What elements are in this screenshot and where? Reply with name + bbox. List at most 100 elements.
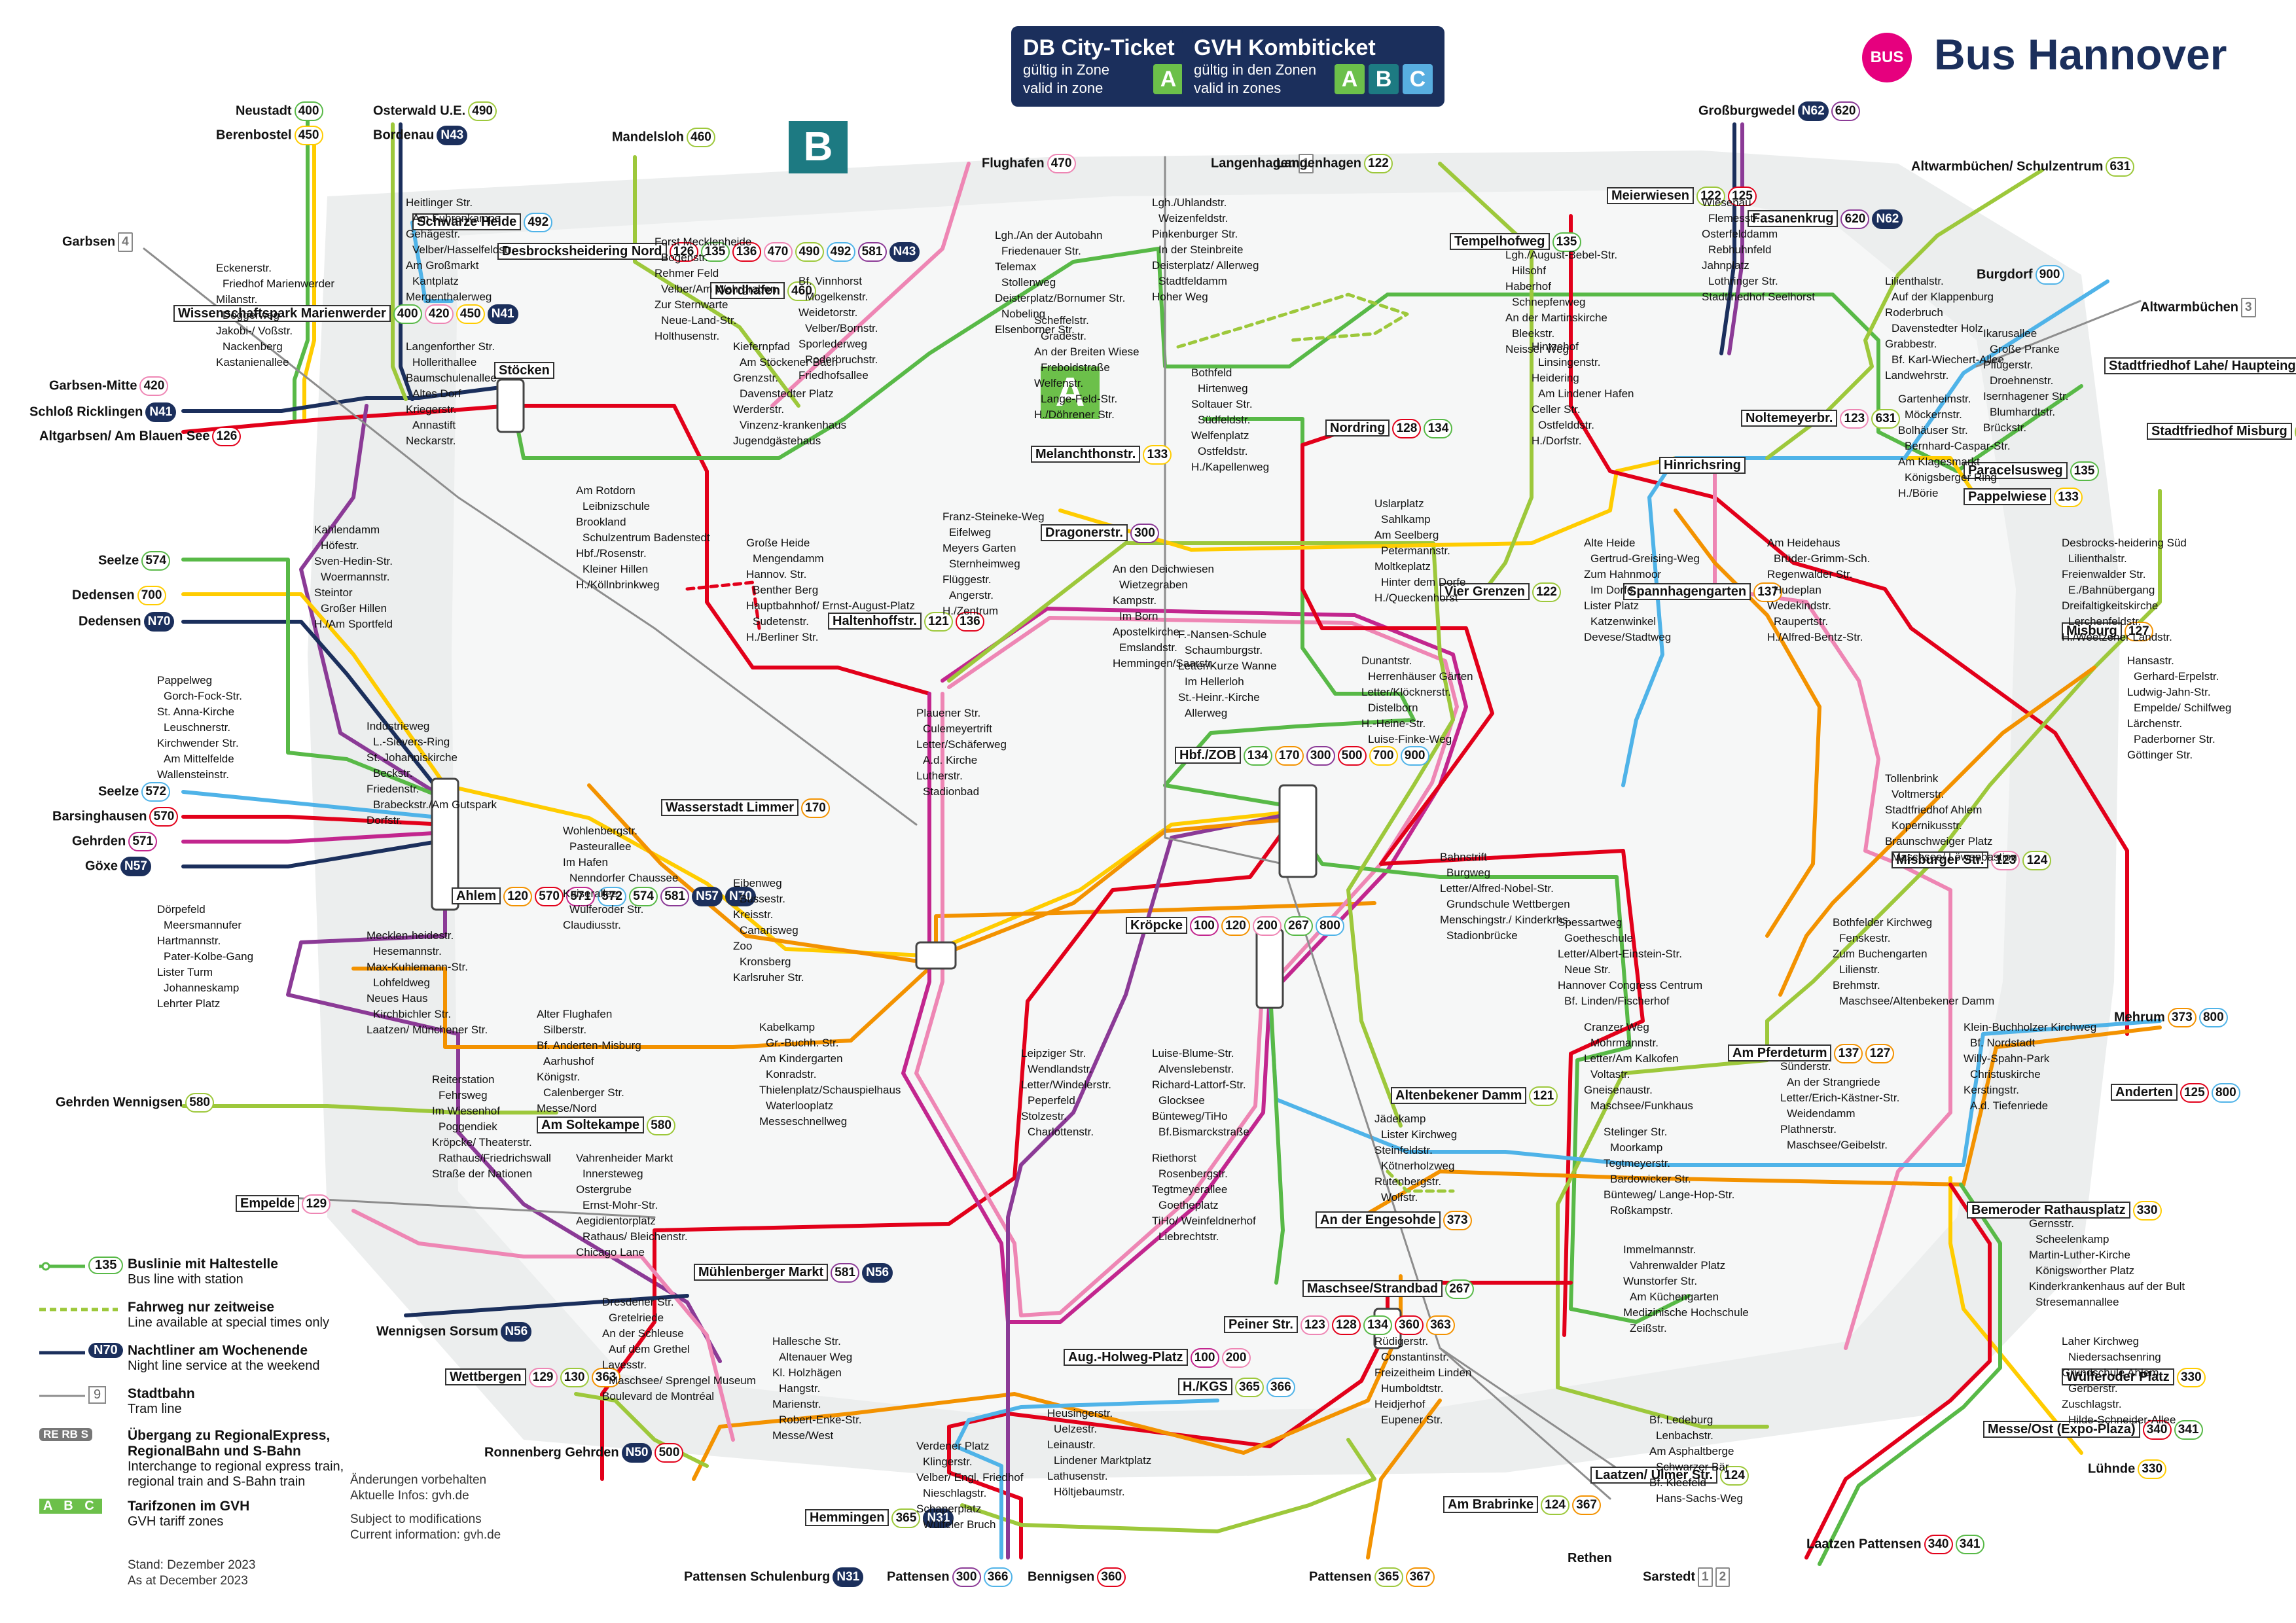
line-800 bbox=[1268, 993, 2162, 1167]
stop-label: Gr.-Buchh. Str. bbox=[766, 1037, 839, 1049]
stop-label: Linsingenstr. bbox=[1538, 356, 1601, 368]
stop-label: Nieschlagstr. bbox=[923, 1487, 987, 1499]
stop-label: Brückstr. bbox=[1983, 421, 2027, 434]
stop-label: Marienstr. bbox=[772, 1398, 821, 1410]
stop-label: Elsenborner Str. bbox=[995, 323, 1075, 336]
endpoint-name: Großburgwedel bbox=[1698, 103, 1795, 118]
line-badge-330: 330 bbox=[2138, 1459, 2167, 1479]
stop-label: Ostergrube bbox=[576, 1183, 632, 1196]
stop-label: Lister Platz bbox=[1584, 599, 1640, 612]
stop-label: Südfeldstr. bbox=[1198, 414, 1251, 426]
line-badge-n57: N57 bbox=[120, 857, 151, 876]
line-badge-124: 124 bbox=[1720, 1466, 1749, 1486]
stop-label: Wietzegraben bbox=[1119, 579, 1188, 591]
line-badge-128: 128 bbox=[1392, 419, 1422, 438]
hub-name: Spannhagengarten bbox=[1623, 583, 1751, 601]
stop-label: Kleiner Hillen bbox=[583, 563, 649, 575]
stop-label: Medizinische Hochschule bbox=[1623, 1306, 1749, 1319]
stop-label: Mecklen-heidestr. bbox=[367, 929, 454, 942]
stop-label: Benther Berg bbox=[753, 584, 819, 596]
line-badge-170: 170 bbox=[1274, 746, 1304, 766]
stop-label: Im Born bbox=[1119, 610, 1158, 622]
stop-label: Robert-Enke-Str. bbox=[779, 1414, 862, 1426]
stop-label: H./Berliner Str. bbox=[746, 631, 819, 643]
stop-label: A.d. Kirche bbox=[923, 754, 978, 766]
stop-label: Pflügerstr. bbox=[1983, 359, 2034, 371]
legend-title: Fahrweg nur zeitweise bbox=[128, 1300, 275, 1315]
stop-label: Nobeling bbox=[1001, 308, 1046, 320]
changes-en: Subject to modifications bbox=[350, 1512, 482, 1526]
stop-label: E./Bahnübergang bbox=[2068, 584, 2155, 596]
stop-label: Glocksee bbox=[1158, 1094, 1205, 1107]
hub-name: Anderten bbox=[2111, 1084, 2178, 1101]
line-badge-267: 267 bbox=[1284, 916, 1314, 936]
line-badge-360: 360 bbox=[1394, 1315, 1424, 1335]
stop-label: Wallensteinstr. bbox=[157, 768, 229, 781]
city-ticket-line2: valid in zone bbox=[1023, 80, 1103, 96]
stop-label: Woermannstr. bbox=[321, 571, 390, 583]
stop-label: Angerstr. bbox=[949, 589, 994, 601]
stop-label: Poggendiek bbox=[439, 1120, 497, 1133]
stop-label: Brehmstr. bbox=[1833, 979, 1880, 991]
line-badge-470: 470 bbox=[1047, 154, 1076, 173]
legend-sub: Bus line with station bbox=[128, 1272, 243, 1287]
stop-label: Hauptbahnhof/ Ernst-August-Platz bbox=[746, 599, 915, 612]
hub-name: Aug.-Holweg-Platz bbox=[1064, 1349, 1188, 1366]
line-badge-340: 340 bbox=[1924, 1535, 1953, 1554]
kombi-ticket-title: GVH Kombiticket bbox=[1194, 35, 1376, 60]
stop-label: Luise-Finke-Weg bbox=[1368, 733, 1452, 745]
hub-name: Am Pferdeturm bbox=[1728, 1044, 1832, 1062]
stop-label: Roßkampstr. bbox=[1610, 1204, 1674, 1217]
stop-label: Emslandstr. bbox=[1119, 641, 1177, 654]
stop-label: Fenskestr. bbox=[1839, 932, 1891, 944]
line-N62 bbox=[1719, 122, 1736, 355]
line-500 bbox=[600, 803, 1304, 1481]
stop-label: Lilienthalstr. bbox=[2068, 552, 2127, 565]
stop-label: Bf.Bismarckstraße bbox=[1158, 1126, 1249, 1138]
stop-label: Konradstr. bbox=[766, 1068, 817, 1080]
line-badge-572: 572 bbox=[141, 782, 171, 802]
line-badge-340: 340 bbox=[2142, 1420, 2172, 1440]
endpoint-name: Garbsen-Mitte bbox=[49, 378, 137, 393]
line-366 bbox=[954, 1399, 1219, 1560]
line-badge-136: 136 bbox=[955, 612, 984, 632]
line-365 bbox=[960, 1438, 1376, 1533]
stop-label: Canarisweg bbox=[740, 924, 798, 936]
line-badge-3: 3 bbox=[2241, 298, 2256, 317]
stop-label: Schnepfenweg bbox=[1512, 296, 1586, 308]
stop-label: H./Kapellenweg bbox=[1191, 461, 1270, 473]
line-badge-330: 330 bbox=[2132, 1201, 2162, 1221]
hub-name: Empelde bbox=[236, 1195, 300, 1213]
stop-label: Letter/Albert-Einstein-Str. bbox=[1558, 948, 1682, 960]
line-badge-492: 492 bbox=[826, 242, 855, 262]
line-badge-267: 267 bbox=[1445, 1279, 1475, 1299]
stop-label: Gertrud-Greising-Weg bbox=[1590, 552, 1700, 565]
stop-label: Tegtmeyerstr. bbox=[1604, 1157, 1671, 1169]
line-badge-4: 4 bbox=[118, 232, 133, 252]
stop-label: Kahlendamm bbox=[314, 524, 380, 536]
hub-name: Paracelsusweg bbox=[1964, 462, 2068, 480]
line-581 bbox=[286, 404, 722, 1363]
stand-en: As at December 2023 bbox=[128, 1574, 248, 1588]
hub-name: Bemeroder Rathausplatz bbox=[1967, 1202, 2130, 1219]
line-badge-129: 129 bbox=[302, 1194, 331, 1214]
line-badge-200: 200 bbox=[1253, 916, 1282, 936]
line-badge-n31: N31 bbox=[833, 1567, 864, 1587]
rail-interchange-icon: RE RB S bbox=[39, 1428, 92, 1441]
stop-label: Straße der Nationen bbox=[432, 1168, 533, 1180]
stop-label: Gretelriede bbox=[609, 1311, 664, 1324]
stop-label: Gorch-Fock-Str. bbox=[164, 690, 242, 702]
stop-label: Letter/Alfred-Nobel-Str. bbox=[1440, 882, 1554, 895]
endpoint-name: Pattensen Schulenburg bbox=[684, 1569, 831, 1584]
stop-label: Tegtmeyerallee bbox=[1152, 1183, 1228, 1196]
hub-name: Pappelwiese bbox=[1964, 488, 2052, 506]
stop-label: Zuschlagstr. bbox=[2062, 1398, 2122, 1410]
